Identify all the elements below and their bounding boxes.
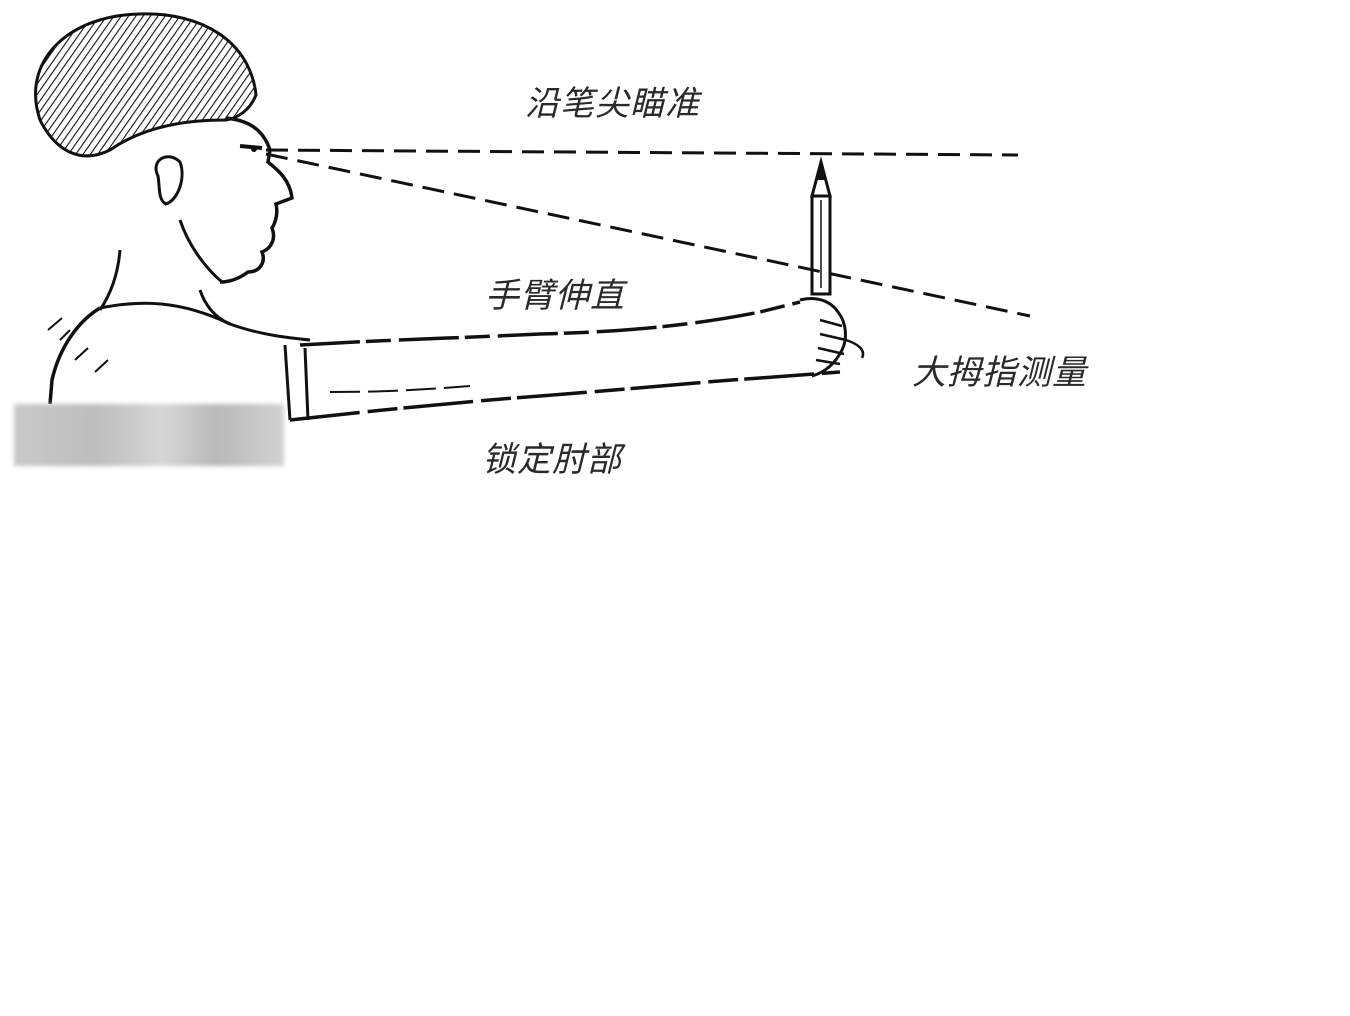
sight-line-to-thumb	[265, 152, 1031, 318]
sight-lines-top	[265, 148, 1031, 318]
blurred-watermark-patch	[14, 404, 284, 466]
label-aim-along-pencil-tip: 沿笔尖瞄准	[525, 84, 700, 124]
label-thumb-measure: 大拇指测量	[912, 353, 1087, 393]
pencil-icon	[810, 156, 832, 296]
sight-line-to-pencil-tip	[265, 148, 1019, 157]
woman-figure	[34, 12, 865, 422]
label-lock-elbow: 锁定肘部	[482, 440, 622, 480]
label-straighten-arm: 手臂伸直	[485, 276, 625, 316]
